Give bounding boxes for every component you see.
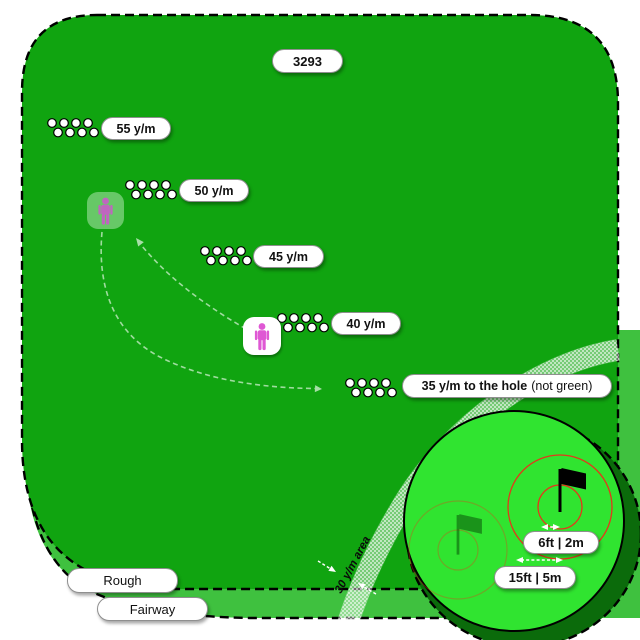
band-measure-arrows [317, 560, 377, 595]
golf-flag-ghost-icon [408, 500, 508, 600]
rough-label-pill: Rough [67, 568, 178, 593]
outer-radius-pill: 15ft | 5m [494, 566, 576, 589]
person-ghost-icon[interactable] [87, 192, 124, 229]
distance-pill-35-note: (not green) [531, 379, 593, 393]
distance-pill-50: 50 y/m [179, 179, 249, 202]
green-circle [403, 410, 625, 632]
inner-radius-pill: 6ft | 2m [523, 531, 599, 554]
distance-pill-35-to-hole: 35 y/m to the hole (not green) [402, 374, 612, 398]
person-icon[interactable] [243, 317, 281, 355]
distance-pill-40: 40 y/m [331, 312, 401, 335]
distance-pill-45: 45 y/m [253, 245, 324, 268]
fairway-label-pill: Fairway [97, 597, 208, 621]
path-arrows [100, 231, 322, 393]
distance-pill-55: 55 y/m [101, 117, 171, 140]
course-number-badge: 3293 [272, 49, 343, 73]
path-arrow-to-35yd [100, 231, 316, 390]
radius-measure-arrows [516, 524, 563, 563]
distance-pill-35-main: 35 y/m to the hole [421, 379, 528, 393]
